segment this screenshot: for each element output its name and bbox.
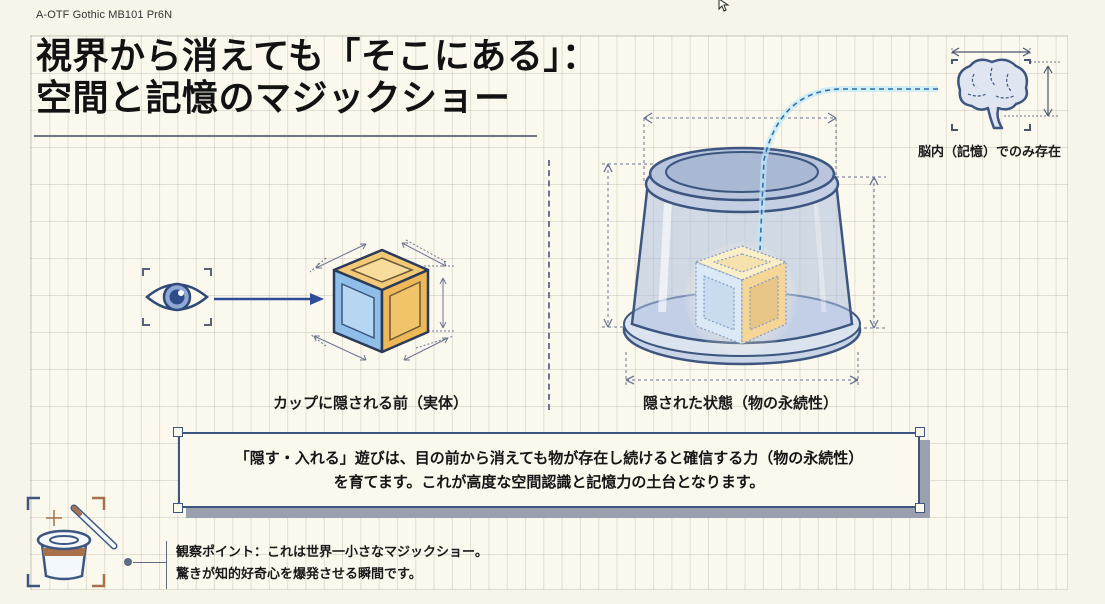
- resize-handle-bl[interactable]: [173, 503, 183, 513]
- magic-hat-icon: [26, 496, 118, 588]
- note-line-2: 驚きが知的好奇心を爆発させる瞬間です。: [176, 567, 422, 582]
- faded-cube-icon: [685, 242, 797, 354]
- callout-bar: [166, 541, 167, 589]
- caption-before-hidden: カップに隠される前（実体）: [273, 394, 469, 412]
- page-title: 視界から消えても「そこにある」： 空間と記憶のマジックショー: [36, 36, 598, 120]
- arrow-right-icon: [214, 293, 324, 305]
- info-box: 「隠す・入れる」遊びは、目の前から消えても物が存在し続けると確信する力（物の永続…: [178, 432, 920, 508]
- brain-icon: [951, 47, 1060, 131]
- info-line-1: 「隠す・入れる」遊びは、目の前から消えても物が存在し続けると確信する力（物の永続…: [234, 449, 864, 467]
- observation-note: 観察ポイント：これは世界一小さなマジックショー。 驚きが知的好奇心を爆発させる瞬…: [176, 542, 488, 586]
- title-line-1: 視界から消えても「そこにある」：: [36, 36, 599, 77]
- resize-handle-tr[interactable]: [915, 427, 925, 437]
- caption-hidden-state: 隠された状態（物の永続性）: [643, 394, 839, 412]
- resize-handle-br[interactable]: [915, 503, 925, 513]
- mouse-cursor-icon: [718, 0, 730, 12]
- title-line-2: 空間と記憶のマジックショー: [36, 78, 511, 119]
- caption-brain: 脳内（記憶）でのみ存在: [918, 145, 1062, 160]
- callout-stem: [133, 562, 167, 563]
- info-line-2: を育てます。これが高度な空間認識と記憶力の土台となります。: [333, 473, 765, 491]
- note-line-1: 観察ポイント：これは世界一小さなマジックショー。: [176, 545, 488, 560]
- callout-dot: [124, 558, 132, 566]
- eye-icon: [142, 268, 212, 326]
- resize-handle-tl[interactable]: [173, 427, 183, 437]
- title-underline: [34, 135, 537, 137]
- memory-link-dashed-line: [757, 86, 938, 251]
- panel-divider: [548, 160, 550, 410]
- font-label: A-OTF Gothic MB101 Pr6N: [36, 9, 173, 21]
- cube-icon: [309, 239, 455, 361]
